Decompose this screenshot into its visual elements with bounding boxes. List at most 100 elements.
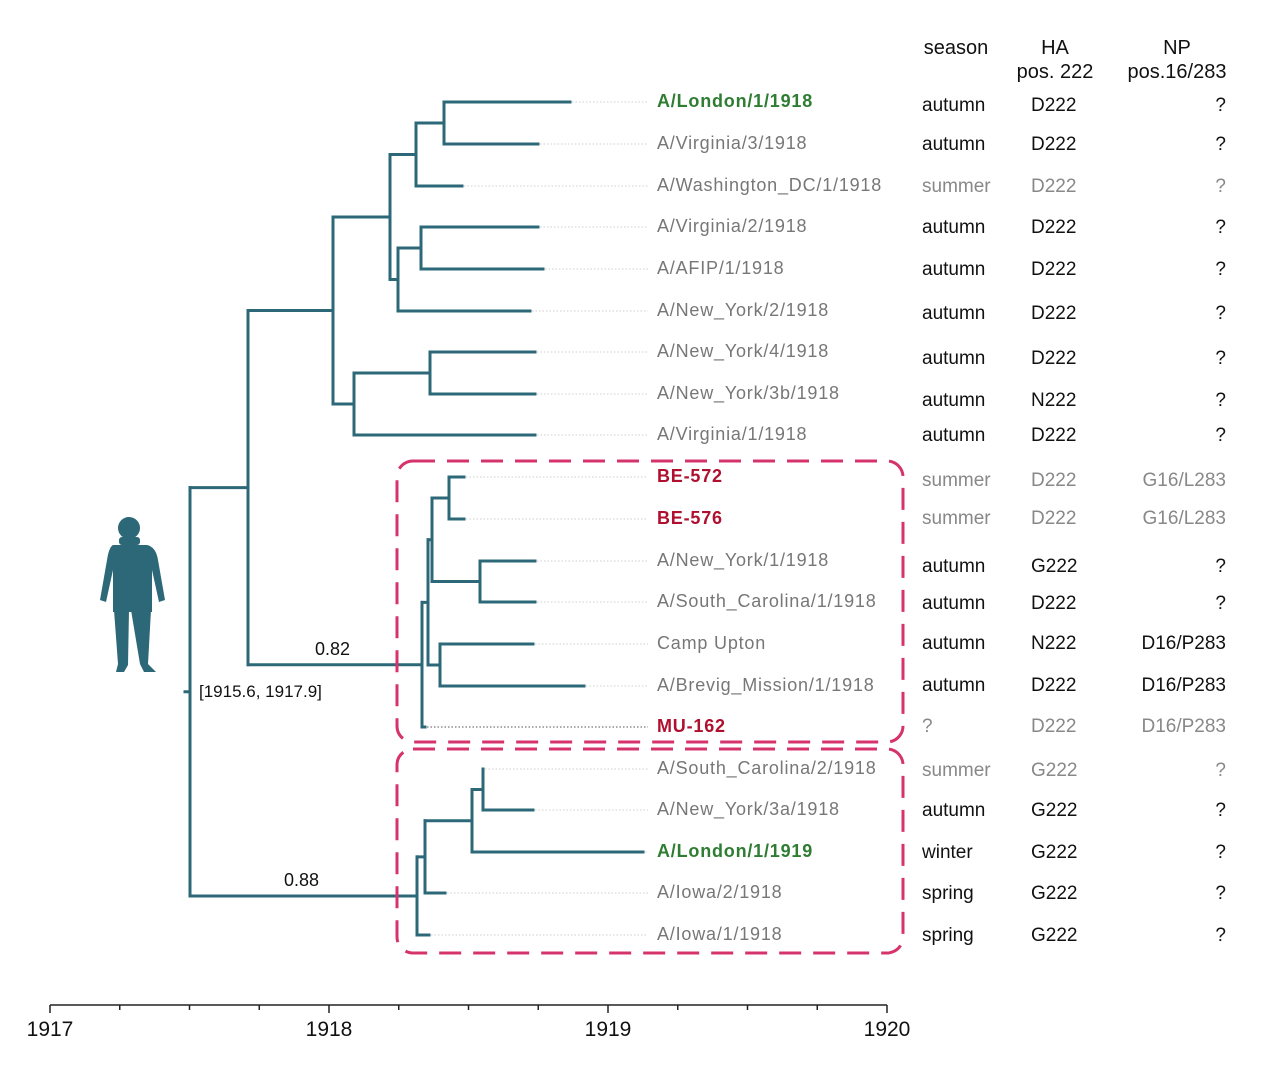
ha-cell: D222 [1031, 259, 1077, 280]
header-season-label: season [923, 37, 989, 59]
support-lower-clade: 0.88 [284, 870, 320, 890]
tip-label: A/Virginia/3/1918 [657, 133, 808, 153]
tip-label: BE-572 [657, 466, 723, 486]
ha-cell: N222 [1031, 633, 1077, 654]
tip-label: A/London/1/1919 [657, 841, 814, 861]
np-cell: ? [1215, 556, 1226, 577]
season-cell: spring [922, 925, 974, 946]
clade-boxes [395, 459, 905, 955]
ha-cell: D222 [1031, 470, 1077, 491]
tip-label: A/AFIP/1/1918 [657, 258, 785, 278]
header-season: season [910, 36, 1002, 60]
ha-cell: G222 [1031, 883, 1078, 904]
tip-label: A/New_York/4/1918 [657, 341, 830, 361]
np-cell: ? [1215, 134, 1226, 155]
ha-cell: D222 [1031, 716, 1077, 737]
tip-label: Camp Upton [657, 633, 767, 653]
np-cell: ? [1215, 217, 1226, 238]
ha-cell: D222 [1031, 134, 1077, 155]
np-cell: ? [1215, 842, 1226, 863]
ha-cell: N222 [1031, 390, 1077, 411]
np-cell: G16/L283 [1142, 508, 1226, 529]
ha-cell: D222 [1031, 593, 1077, 614]
ha-cell: D222 [1031, 348, 1077, 369]
axis-tick-label: 1917 [26, 1018, 74, 1041]
tip-label: A/Virginia/2/1918 [657, 216, 808, 236]
np-cell: ? [1215, 348, 1226, 369]
np-cell: ? [1215, 883, 1226, 904]
tip-label: BE-576 [657, 508, 723, 528]
ha-cell: D222 [1031, 675, 1077, 696]
tip-label: A/New_York/2/1918 [657, 300, 830, 320]
header-ha: HA pos. 222 [1005, 36, 1105, 84]
season-cell: autumn [922, 390, 986, 411]
season-cell: summer [922, 760, 991, 781]
tree-branches [183, 100, 645, 937]
tip-label: A/New_York/1/1918 [657, 550, 830, 570]
tip-label: A/Iowa/2/1918 [657, 882, 783, 902]
season-cell: autumn [922, 556, 986, 577]
tip-label: A/New_York/3b/1918 [657, 383, 840, 403]
tip-label: A/Brevig_Mission/1/1918 [657, 675, 875, 695]
season-cell: summer [922, 176, 991, 197]
season-cell: autumn [922, 217, 986, 238]
header-np: NP pos.16/283 [1118, 36, 1236, 84]
season-cell: summer [922, 508, 991, 529]
season-cell: ? [922, 716, 933, 737]
ha-cell: G222 [1031, 760, 1078, 781]
season-cell: autumn [922, 303, 986, 324]
season-cell: autumn [922, 800, 986, 821]
season-cell: autumn [922, 425, 986, 446]
ha-cell: G222 [1031, 556, 1078, 577]
header-np-title: NP [1163, 37, 1191, 59]
season-cell: summer [922, 470, 991, 491]
np-cell: ? [1215, 390, 1226, 411]
axis-tick-label: 1920 [863, 1018, 911, 1041]
tip-label: A/Iowa/1/1918 [657, 924, 783, 944]
ha-cell: G222 [1031, 842, 1078, 863]
np-cell: D16/P283 [1141, 633, 1226, 654]
support-upper-clade: 0.82 [315, 639, 351, 659]
tip-label: A/London/1/1918 [657, 91, 814, 111]
ha-cell: D222 [1031, 176, 1077, 197]
season-cell: autumn [922, 593, 986, 614]
np-cell: ? [1215, 176, 1226, 197]
header-ha-title: HA [1041, 37, 1069, 59]
upper-clade-box [395, 459, 905, 744]
np-cell: ? [1215, 425, 1226, 446]
np-cell: ? [1215, 800, 1226, 821]
tip-guide-lines [427, 101, 648, 936]
np-cell: ? [1215, 95, 1226, 116]
ha-cell: D222 [1031, 425, 1077, 446]
season-cell: winter [922, 842, 973, 863]
tip-label: A/South_Carolina/2/1918 [657, 758, 877, 778]
ha-cell: D222 [1031, 508, 1077, 529]
np-cell: ? [1215, 593, 1226, 614]
season-cell: autumn [922, 259, 986, 280]
tip-label: A/Washington_DC/1/1918 [657, 175, 883, 195]
ha-cell: D222 [1031, 95, 1077, 116]
season-cell: autumn [922, 633, 986, 654]
season-cell: spring [922, 883, 974, 904]
ha-cell: G222 [1031, 925, 1078, 946]
root-confidence-interval: [1915.6, 1917.9] [199, 682, 322, 701]
np-cell: D16/P283 [1141, 716, 1226, 737]
ha-cell: G222 [1031, 800, 1078, 821]
tip-label: MU-162 [657, 716, 726, 736]
tip-label: A/South_Carolina/1/1918 [657, 591, 877, 611]
header-ha-subtitle: pos. 222 [1016, 61, 1094, 83]
lower-clade-box [395, 747, 905, 955]
tip-label: A/New_York/3a/1918 [657, 799, 840, 819]
human-silhouette-icon [100, 517, 165, 672]
season-cell: autumn [922, 675, 986, 696]
tip-label: A/Virginia/1/1918 [657, 424, 808, 444]
season-cell: autumn [922, 348, 986, 369]
np-cell: G16/L283 [1142, 470, 1226, 491]
header-np-subtitle: pos.16/283 [1127, 61, 1227, 83]
season-cell: autumn [922, 134, 986, 155]
np-cell: D16/P283 [1141, 675, 1226, 696]
axis-tick-label: 1919 [584, 1018, 632, 1041]
np-cell: ? [1215, 925, 1226, 946]
np-cell: ? [1215, 303, 1226, 324]
